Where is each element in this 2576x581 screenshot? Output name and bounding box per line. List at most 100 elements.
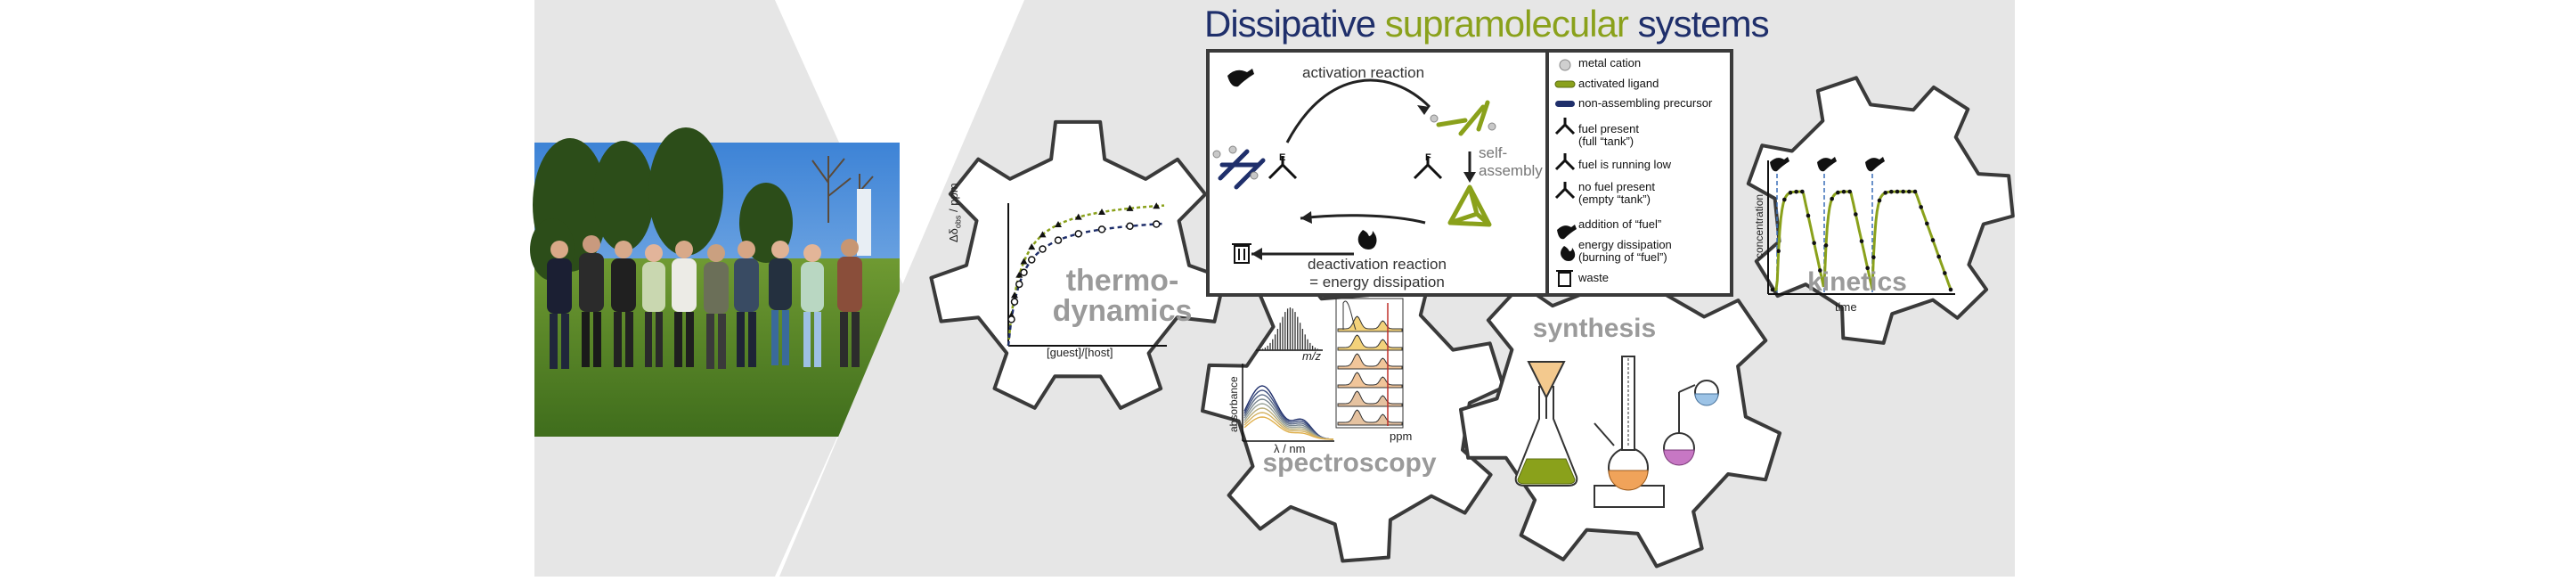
uv-xlabel: λ / nm: [1274, 442, 1306, 455]
thermo-point-triangle: [1126, 204, 1134, 211]
legend-item-line1: activated ligand: [1578, 77, 1659, 90]
fuel-addition-icon-top: [1227, 69, 1254, 87]
thermo-label-line1: thermo-: [1065, 264, 1179, 298]
pear-flask-liquid: [1663, 449, 1695, 466]
legend-item: non-assembling precursor: [1578, 97, 1712, 110]
kinetics-point: [1841, 189, 1846, 194]
nmr-spectrum: [1337, 372, 1403, 389]
kinetics-xlabel: time: [1835, 300, 1857, 314]
svg-text:F: F: [1425, 152, 1431, 163]
kinetics-point: [1830, 196, 1834, 201]
legend-item-line1: no fuel present: [1578, 180, 1656, 193]
kinetics-point: [1895, 189, 1900, 194]
legend-item: fuel is running low: [1578, 159, 1671, 171]
deactivation-label-line2: = energy dissipation: [1309, 274, 1445, 290]
fuel-full-icon: F: [1413, 152, 1443, 180]
synthesis-glassware: [1514, 356, 1719, 508]
legend-item: fuel present(full “tank”): [1578, 123, 1639, 148]
thermo-point-circle: [1097, 225, 1106, 233]
activation-label: activation reaction: [1302, 64, 1425, 81]
kinetics-point: [1823, 243, 1829, 248]
gear-label-synthesis: synthesis: [1532, 314, 1657, 343]
legend-item-line1: addition of “fuel”: [1578, 217, 1662, 231]
title-part-dissipative: Dissipative: [1204, 3, 1376, 45]
legend-item-line1: fuel present: [1578, 122, 1639, 135]
kinetics-point: [1930, 238, 1936, 242]
kinetics-point: [1919, 205, 1923, 209]
kinetics-point: [1889, 189, 1894, 194]
legend-item-line2: (burning of “fuel”): [1578, 250, 1667, 264]
legend-item: activated ligand: [1578, 78, 1659, 90]
kinetics-point: [1871, 255, 1876, 260]
ms-xlabel: m/z: [1302, 349, 1321, 363]
thermo-xlabel: [guest]/[host]: [1047, 346, 1113, 359]
thermo-point-circle: [1020, 268, 1028, 277]
fuel-empty-icon: E: [1268, 152, 1298, 180]
kinetics-point: [1782, 197, 1787, 202]
thermo-point-circle: [1028, 256, 1036, 264]
kinetics-point: [1800, 189, 1805, 194]
small-flask-liquid: [1694, 393, 1719, 406]
kinetics-point: [1912, 189, 1918, 194]
deactivation-label-line1: deactivation reaction: [1308, 256, 1447, 273]
kinetics-point: [1794, 189, 1798, 194]
self-assembly-line1: self-: [1479, 144, 1508, 161]
legend-item: addition of “fuel”: [1578, 218, 1661, 231]
thermo-point-circle: [1007, 315, 1015, 323]
legend-item-line1: waste: [1578, 271, 1609, 284]
self-assembly-label: self- assembly: [1479, 144, 1543, 180]
kinetics-point: [1877, 198, 1882, 203]
thermo-point-circle: [1126, 222, 1134, 231]
legend-item-line1: metal cation: [1578, 56, 1642, 70]
thermo-point-triangle: [1011, 291, 1018, 299]
uv-ylabel: absorbance: [1227, 376, 1240, 432]
kinetics-point: [1854, 212, 1858, 217]
thermo-ylabel-main: Δδ: [947, 228, 960, 242]
deactivation-label: deactivation reaction = energy dissipati…: [1297, 256, 1457, 291]
legend-item-line2: (empty “tank”): [1578, 192, 1651, 206]
thermo-point-circle: [1054, 236, 1063, 244]
legend-item: energy dissipation(burning of “fuel”): [1578, 239, 1672, 264]
nmr-spectrum: [1337, 315, 1403, 332]
uv-spectrum-trace: [1243, 416, 1334, 440]
thermo-ylabel: Δδobs / ppm: [947, 183, 963, 242]
activation-arrow: [1285, 78, 1431, 143]
nmr-spectrum: [1337, 409, 1403, 426]
kinetics-point: [1901, 189, 1905, 194]
kinetics-point: [1776, 249, 1781, 254]
thermo-fit-1: [1007, 204, 1165, 347]
kinetics-point: [1865, 266, 1870, 271]
flame-icon: [1357, 230, 1377, 250]
thermo-label-line2: dynamics: [1052, 294, 1193, 328]
thermo-point-triangle: [1055, 221, 1062, 227]
thermo-plot: [1007, 202, 1167, 347]
thermo-point-circle: [1074, 230, 1082, 238]
thermo-ylabel-sub: obs: [953, 215, 963, 229]
side-arm: [1594, 422, 1615, 446]
cage-tetrahedron: [1447, 184, 1492, 227]
connector: [1678, 384, 1696, 393]
nmr-spectrum: [1337, 334, 1403, 351]
legend-box: [1545, 49, 1733, 297]
thermo-ylabel-unit: / ppm: [947, 183, 960, 216]
nmr-xlabel: ppm: [1390, 430, 1413, 443]
kinetics-point: [1770, 287, 1775, 292]
kinetics-point: [1818, 268, 1822, 273]
thermo-fit-2: [1007, 222, 1165, 347]
thermo-point-circle: [1153, 220, 1161, 228]
kinetics-point: [1847, 189, 1852, 194]
fuel-addition-icon: [1865, 157, 1885, 172]
round-flask-liquid: [1608, 470, 1649, 491]
thermo-point-triangle: [1028, 243, 1036, 250]
self-assembly-line2: assembly: [1479, 162, 1543, 179]
cycle-arrows: [1251, 78, 1471, 256]
legend-item-line2: (full “tank”): [1578, 135, 1634, 148]
title-part-systems: systems: [1637, 3, 1770, 45]
funnel: [1527, 361, 1566, 400]
fuel-addition-icon: [1770, 157, 1789, 172]
gear-label-kinetics: kinetics: [1807, 267, 1907, 297]
precursor-cluster: [1212, 145, 1266, 190]
group-photo: [530, 127, 900, 437]
thermo-point-triangle: [1020, 258, 1028, 265]
